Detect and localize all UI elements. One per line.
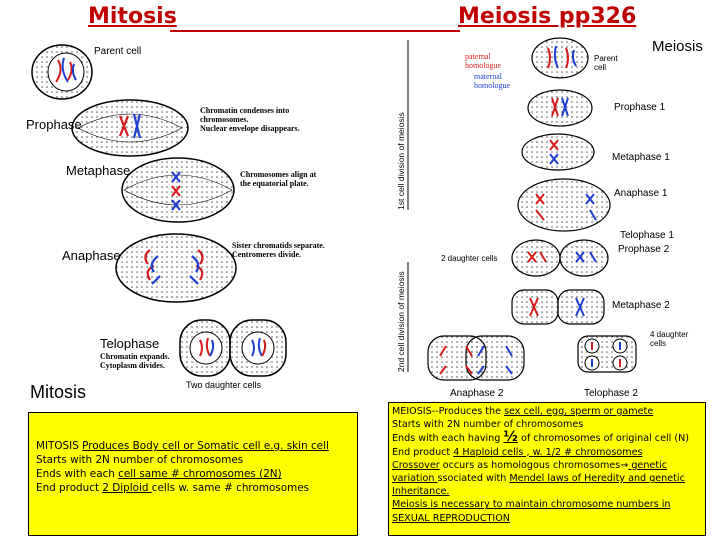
- anaphase1-label: Anaphase 1: [614, 188, 668, 199]
- title-underline: [170, 30, 460, 32]
- telophase-drawing: [179, 319, 287, 377]
- meiosis-prophase1-drawing: [527, 89, 593, 127]
- first-division-label: 1st cell division of meiosis: [396, 112, 406, 210]
- four-daughter-cells-label: 4 daughter cells: [650, 330, 689, 348]
- telophase1-label: Telophase 1: [620, 230, 674, 241]
- meiosis-line-5: Crossover occurs as homologous chromosom…: [392, 459, 668, 471]
- mitosis-footer-label: Mitosis: [30, 382, 87, 402]
- meiosis-line-6: variation ssociated with Mendel laws of …: [392, 473, 685, 485]
- mitosis-line-1: MITOSIS Produces Body cell or Somatic ce…: [36, 440, 329, 452]
- anaphase-label: Anaphase: [62, 248, 121, 263]
- mitosis-line-4: End product 2 Diploid cells w. same # ch…: [36, 482, 309, 494]
- anaphase-note: Sister chromatids separate. Centromeres …: [232, 241, 325, 259]
- meiosis-summary-box: MEIOSIS--Produces the sex cell, egg, spe…: [388, 402, 706, 536]
- prophase1-label: Prophase 1: [614, 102, 666, 113]
- parent-cell-label: Parent cell: [94, 46, 142, 57]
- right-arrow-icon: →: [620, 459, 629, 471]
- two-daughter-cells-label: Two daughter cells: [186, 380, 262, 390]
- mitosis-line-3: Ends with each cell same # chromosomes (…: [36, 468, 282, 480]
- metaphase1-label: Metaphase 1: [612, 152, 670, 163]
- telophase-note: Chromatin expands. Cytoplasm divides.: [100, 352, 170, 370]
- meiosis-heading: Meiosis: [652, 38, 703, 55]
- mitosis-line-2: Starts with 2N number of chromosomes: [36, 454, 244, 466]
- meiosis-line-7: Inheritance.: [392, 486, 450, 498]
- telophase-label: Telophase: [100, 336, 160, 351]
- mitosis-title: Mitosis: [88, 4, 177, 29]
- prophase-note: Chromatin condenses into chromosomes. Nu…: [200, 106, 300, 133]
- meiosis-metaphase2-drawing: [511, 289, 605, 325]
- metaphase-label: Metaphase: [66, 163, 131, 178]
- meiosis-telophase2-drawing: [577, 335, 637, 373]
- anaphase2-label: Anaphase 2: [450, 388, 504, 399]
- meiosis-line-4: End product 4 Haploid cells , w. 1/2 # c…: [392, 446, 643, 458]
- meiosis-metaphase1-drawing: [521, 133, 595, 171]
- paternal-homologue-label: paternal homologue: [465, 52, 501, 70]
- meiosis-line-9: SEXUAL REPRODUCTION: [392, 512, 510, 524]
- parent-cell-drawing: [31, 44, 93, 100]
- second-division-label: 2nd cell division of meiosis: [396, 271, 406, 372]
- mitosis-summary-box: MITOSIS Produces Body cell or Somatic ce…: [28, 412, 358, 536]
- metaphase-drawing: [121, 157, 235, 223]
- meiosis-line-3: Ends with each having ½ of chromosomes o…: [392, 429, 690, 446]
- meiosis-line-2: Starts with 2N number of chromosomes: [392, 419, 584, 431]
- telophase2-label: Telophase 2: [584, 388, 638, 399]
- maternal-homologue-label: maternal homologue: [474, 72, 510, 90]
- meiosis-parent-cell-label: Parent cell: [594, 54, 618, 72]
- meiosis-telophase1-drawing: [511, 239, 609, 277]
- meiosis-anaphase2-drawing: [427, 335, 525, 381]
- meiosis-line-1: MEIOSIS--Produces the sex cell, egg, spe…: [392, 406, 654, 417]
- meiosis-title: Meiosis pp326: [458, 4, 637, 29]
- metaphase-note: Chromosomes align at the equatorial plat…: [240, 170, 317, 188]
- anaphase-drawing: [115, 233, 237, 303]
- meiosis-parent-cell-drawing: [531, 37, 589, 79]
- meiosis-anaphase1-drawing: [517, 178, 611, 232]
- prophase-drawing: [71, 99, 189, 157]
- meiosis-two-daughter-label: 2 daughter cells: [441, 254, 498, 263]
- prophase2-label: Prophase 2: [618, 244, 670, 255]
- meiosis-line-8: Meiosis is necessary to maintain chromos…: [392, 499, 671, 511]
- prophase-label: Prophase: [26, 117, 82, 132]
- metaphase2-label: Metaphase 2: [612, 300, 670, 311]
